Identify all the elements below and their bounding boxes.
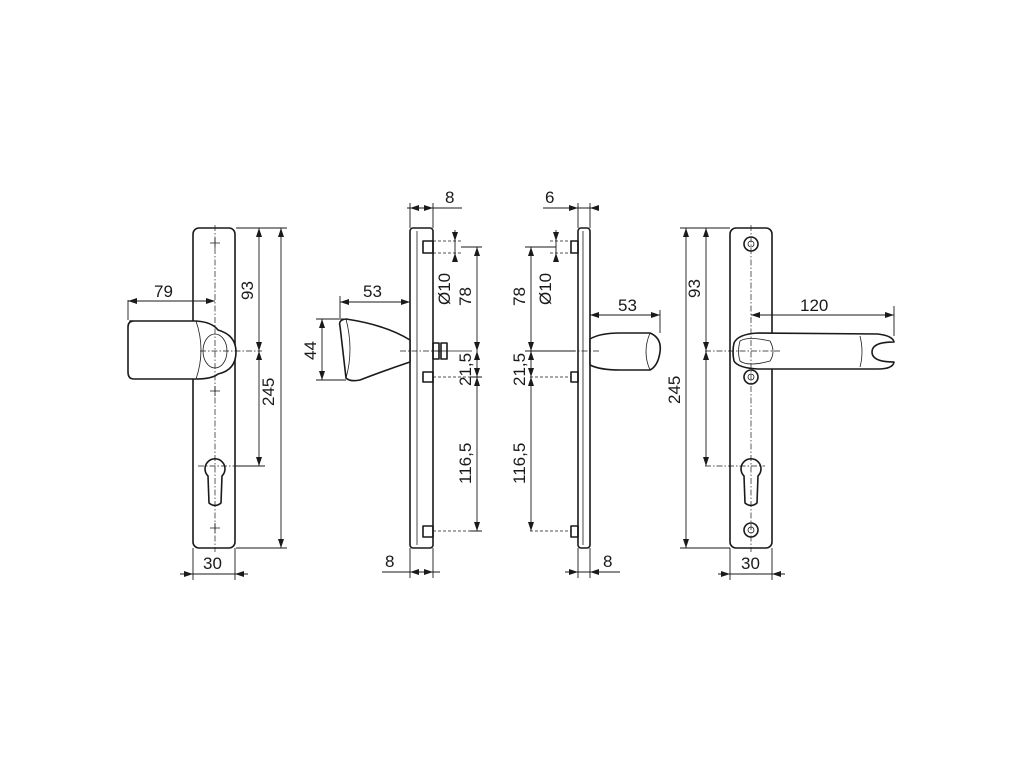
dim-label: 8 <box>385 552 394 571</box>
dim-label: 116,5 <box>510 443 529 484</box>
dim-side-bore-diameter: Ø10 <box>435 230 458 305</box>
front-lever-handle <box>732 332 895 370</box>
dim-front-plate-length: 245 <box>236 227 287 549</box>
dim-side-plate-thickness-top: 8 <box>407 188 462 228</box>
top-bore-boss <box>550 240 579 254</box>
side-lever-profile <box>589 332 662 371</box>
dim-lever-side-handle-projection: 53 <box>590 296 661 333</box>
side-plate-outline <box>409 227 434 549</box>
dim-label: 44 <box>301 341 320 360</box>
dim-label: 53 <box>363 282 382 301</box>
dim-label: 78 <box>510 287 529 306</box>
dim-label: 8 <box>603 552 612 571</box>
dim-front-lower-distance <box>236 351 265 467</box>
dim-lever-side-plate-thickness-top: 6 <box>543 188 599 228</box>
dim-label: 21,5 <box>510 353 529 386</box>
top-bore-boss <box>422 240 461 254</box>
side-view-lever <box>530 227 662 549</box>
dim-label: 8 <box>445 188 454 207</box>
dim-label: 79 <box>154 282 173 301</box>
lever-profile-edge <box>645 332 651 371</box>
dim-label: 245 <box>665 376 684 404</box>
dim-side-lower-distance: 116,5 <box>456 377 482 532</box>
dim-label: 53 <box>618 296 637 315</box>
dim-lever-front-handle-length: 120 <box>751 296 895 336</box>
middle-bore-boss <box>530 371 579 383</box>
bottom-bore-boss <box>422 525 470 538</box>
lever-rose-outline <box>738 338 774 365</box>
dim-lever-side-spindle-offset: 21,5 <box>510 350 575 386</box>
dim-label: 93 <box>238 281 257 300</box>
cylinder-hole <box>705 458 765 507</box>
front-view-lever-plate <box>705 225 895 552</box>
front-plate-outline <box>192 227 236 549</box>
dim-label: 30 <box>203 554 222 573</box>
front-view-knob-plate <box>127 225 262 552</box>
dim-label: 6 <box>545 188 554 207</box>
spindle <box>432 342 472 360</box>
dim-label: 93 <box>685 279 704 298</box>
lever-grip-line <box>859 335 863 368</box>
dim-label: 116,5 <box>456 443 475 484</box>
bottom-bore-boss <box>530 525 579 538</box>
dim-lever-front-plate-length: 245 <box>665 227 730 549</box>
dim-front-handle-projection: 79 <box>127 282 215 320</box>
dim-lever-side-bore-diameter: Ø10 <box>536 230 559 305</box>
cylinder-hole <box>198 458 262 507</box>
dim-lever-front-plate-width: 30 <box>718 548 785 580</box>
middle-bore-boss <box>422 371 470 383</box>
dim-label: 78 <box>456 287 475 306</box>
dim-front-upper-distance: 93 <box>236 227 265 351</box>
side-knob-profile <box>338 318 411 382</box>
dim-label: 30 <box>741 554 760 573</box>
dim-label: 21,5 <box>456 353 475 386</box>
knob-inner-line <box>195 320 202 380</box>
knob-profile-edge <box>345 318 351 379</box>
front-knob-handle <box>127 320 237 380</box>
dim-label: 245 <box>259 378 278 406</box>
dim-label: Ø10 <box>435 273 454 305</box>
dim-side-handle-projection: 53 <box>339 282 410 318</box>
side-plate-outline <box>577 227 591 549</box>
dim-lever-front-lower-distance <box>703 351 709 466</box>
dim-label: 120 <box>800 296 828 315</box>
dim-lever-side-lower-distance: 116,5 <box>510 377 534 531</box>
dim-side-handle-height: 44 <box>301 318 346 381</box>
dim-lever-side-plate-thickness-bottom: 8 <box>565 548 620 578</box>
dim-side-upper-distance: 78 <box>456 246 482 351</box>
dim-front-plate-width: 30 <box>180 548 248 580</box>
dim-lever-front-upper-distance: 93 <box>685 227 730 351</box>
dim-side-spindle-offset: 21,5 <box>456 351 482 386</box>
dim-lever-side-upper-distance: 78 <box>510 246 556 351</box>
dim-label: Ø10 <box>536 273 555 305</box>
side-view-knob <box>338 227 472 549</box>
dim-side-plate-thickness-bottom: 8 <box>382 548 440 578</box>
